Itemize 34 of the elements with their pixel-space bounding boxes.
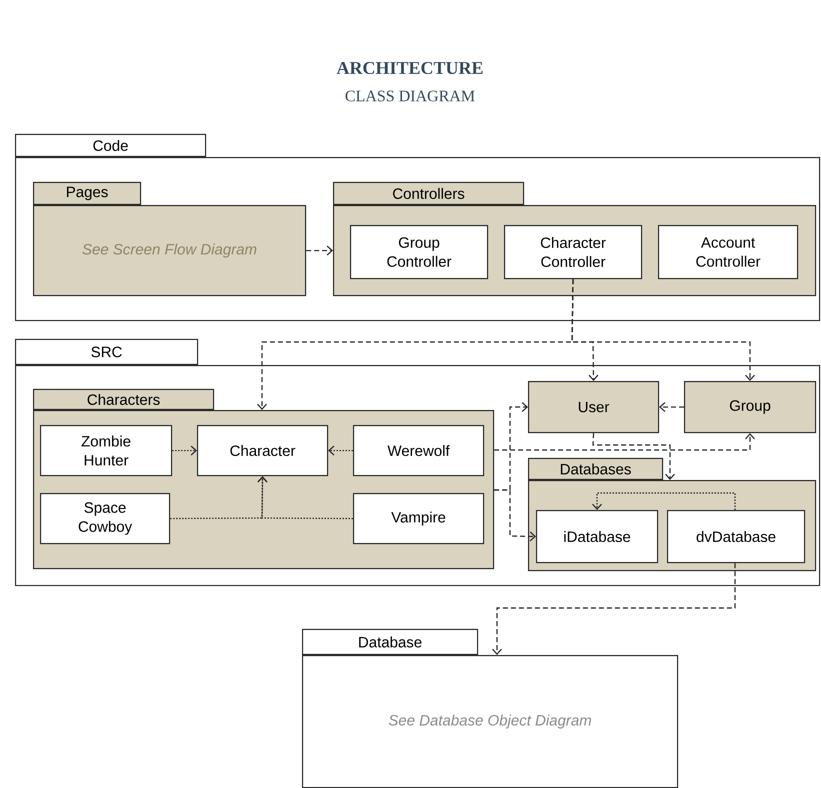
node-label: Code [93,140,128,151]
class-box: Zombie Hunter [40,425,172,476]
class-box: Character Controller [504,225,642,280]
arrow [571,279,755,381]
arrow [328,446,353,456]
title: ARCHITECTURE [336,62,483,74]
class-box: Space Cowboy [40,493,170,544]
arrow [659,402,684,412]
class-box: Group [684,381,816,434]
node-label: Databases [560,463,631,474]
node-label: SRC [91,346,122,358]
arrow [258,476,354,520]
class-box: dvDatabase [667,510,806,564]
package: Database See Database Object Diagram [302,628,678,788]
class-box: Group Controller [350,225,488,280]
arrow [494,489,536,542]
arrow [306,246,333,256]
class-box: User [528,381,660,434]
package: Pages See Screen Flow Diagram [33,182,306,296]
node-label: Controllers [393,188,464,199]
class-box: Werewolf [353,425,484,476]
class-box: Account Controller [658,225,798,280]
arrow [172,446,197,456]
class-box: iDatabase [536,510,658,564]
node-label: Database [359,636,422,648]
arrow [592,492,736,510]
arrow [494,433,755,451]
subtitle: CLASS DIAGRAM [346,90,475,102]
node-label: Characters [88,394,160,405]
class-box: Vampire [353,493,484,544]
node-label: Pages [67,186,108,200]
arrow [492,563,736,655]
class-box: Character [197,425,328,476]
arrow [592,433,675,480]
